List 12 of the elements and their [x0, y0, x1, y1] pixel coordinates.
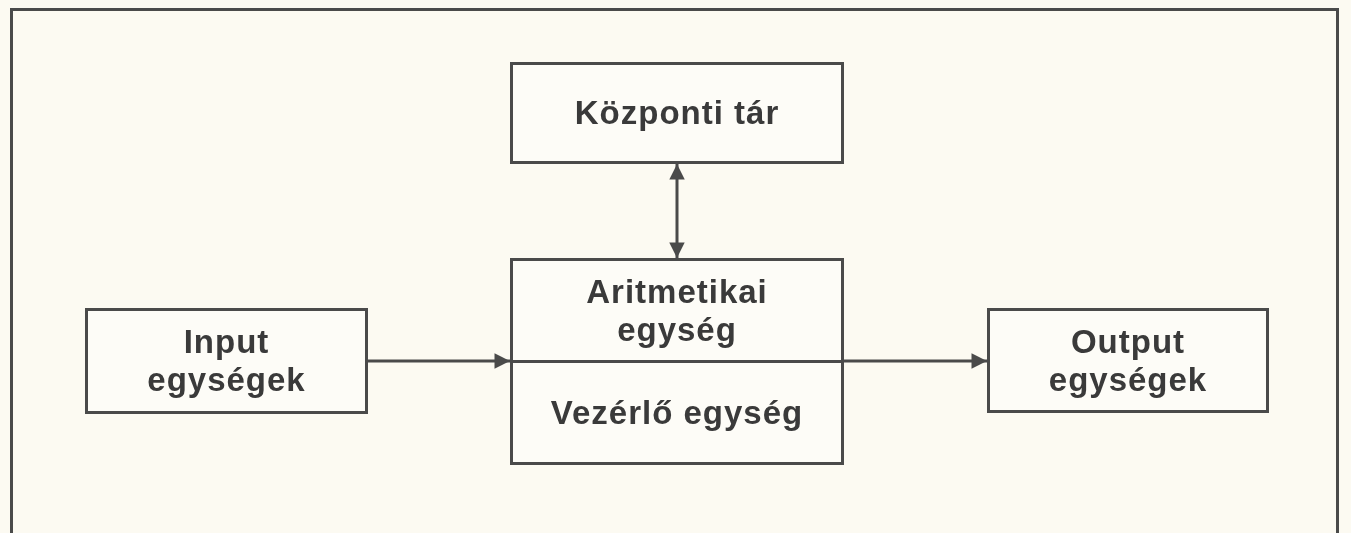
- arrow: [669, 164, 685, 258]
- block-box: [85, 308, 368, 414]
- block-box: [987, 308, 1269, 413]
- block-label: Output egységek: [1047, 322, 1209, 399]
- block-box: [510, 62, 844, 164]
- block-box: [510, 258, 844, 465]
- block-label: Input egységek: [146, 323, 307, 399]
- block-label: Vezérlő egység: [550, 393, 804, 432]
- block-label: Központi tár: [574, 94, 780, 132]
- block-label: Aritmetikai egység: [585, 272, 769, 349]
- arrow: [844, 353, 987, 369]
- arrow: [368, 353, 510, 369]
